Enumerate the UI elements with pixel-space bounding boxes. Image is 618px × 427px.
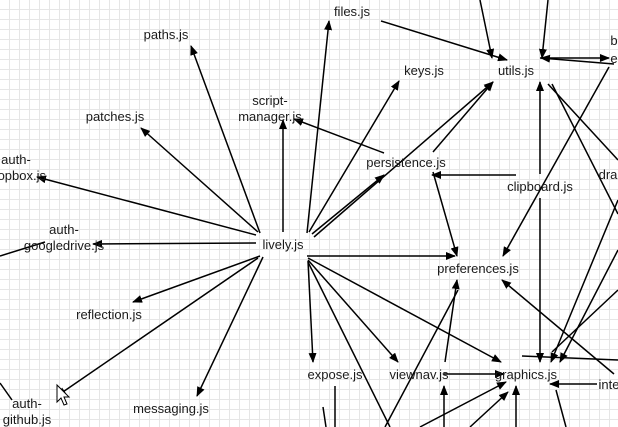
node-label-line: auth- [49,222,79,237]
node-label-line: b [610,33,617,48]
node-label-line: utils.js [498,63,535,78]
node-label-line: inte [599,377,618,392]
node-label-line: lively.js [263,237,304,252]
edge-lively-to-reflection[interactable] [132,255,261,303]
node-label-line: persistence.js [366,155,446,170]
edge-viewnav-to-preferences[interactable] [444,279,460,363]
edge-lively-to-utils[interactable] [313,81,494,238]
edge-lively-to-keys[interactable] [308,80,400,233]
offscreen-edge[interactable] [0,241,46,257]
node-viewnav[interactable]: viewnav.js [389,367,449,382]
node-label-line: paths.js [144,27,189,42]
node-label-line: messaging.js [133,401,209,416]
node-preferences[interactable]: preferences.js [437,261,519,276]
offscreen-edge[interactable] [555,389,567,427]
offscreen-edge[interactable] [550,199,618,363]
edge-lively-to-viewnav[interactable] [307,259,399,363]
offscreen-edge[interactable] [547,83,618,161]
node-persistence[interactable]: persistence.js [366,155,446,170]
edge-lively-to-authgoogle[interactable] [92,239,257,248]
node-scriptmanager[interactable]: script-manager.js [238,93,302,124]
node-authgithub[interactable]: auth-github.js [3,396,52,427]
node-label-line: googledrive.js [24,238,105,253]
offscreen-edge[interactable] [322,406,327,427]
node-label-line: patches.js [86,109,145,124]
edge-inte-to-preferences[interactable] [501,279,615,375]
offscreen-edge[interactable] [551,83,618,215]
node-inte[interactable]: inte [599,377,618,392]
node-label-line: keys.js [404,63,444,78]
node-patches[interactable]: patches.js [86,109,145,124]
offscreen-edge[interactable] [479,0,495,59]
edges-layer [36,20,615,397]
offscreen-edge[interactable] [469,391,509,427]
node-e_top[interactable]: e [610,51,617,66]
node-label-line: files.js [334,4,371,19]
edge-lively-to-authdropbox[interactable] [36,175,257,236]
node-reflection[interactable]: reflection.js [76,307,142,322]
offscreen-edge[interactable] [538,0,549,59]
node-label-line: expose.js [308,367,363,382]
offscreen-edge[interactable] [540,54,615,65]
node-label-line: auth- [12,396,42,411]
edge-files-to-utils[interactable] [380,20,508,62]
node-label-line: clipboard.js [507,179,573,194]
node-label-line: dropbox.js [0,168,46,183]
edge-lively-to-authgithub[interactable] [56,257,259,397]
edge-lively-to-messaging[interactable] [196,256,264,397]
node-b_top[interactable]: b [610,33,617,48]
node-label-line: preferences.js [437,261,519,276]
offscreen-edge[interactable] [521,355,618,361]
node-label-line: auth- [1,152,31,167]
node-label-line: viewnav.js [389,367,449,382]
mouse-pointer-icon [56,383,71,406]
node-label-line: dra [599,167,618,182]
node-authdropbox[interactable]: auth-dropbox.js [0,152,46,183]
offscreen-edge[interactable] [0,382,13,401]
offscreen-edge[interactable] [307,261,391,427]
node-paths[interactable]: paths.js [144,27,189,42]
node-label-line: script- [252,93,287,108]
edge-lively-to-expose[interactable] [307,260,317,363]
offscreen-edge[interactable] [384,289,459,427]
offscreen-edge[interactable] [419,381,507,427]
edge-lively-to-graphics[interactable] [307,257,502,363]
edge-e_top-to-preferences[interactable] [502,66,610,257]
node-dra[interactable]: dra [599,167,618,182]
node-lively[interactable]: lively.js [263,237,304,252]
edge-persistence-to-utils[interactable] [432,81,494,153]
edge-lively-to-paths[interactable] [190,45,261,234]
edge-persistence-to-scriptmanager[interactable] [293,118,385,154]
node-label-line: manager.js [238,109,302,124]
offscreen-edge[interactable] [559,249,618,363]
node-messaging[interactable]: messaging.js [133,401,209,416]
node-expose[interactable]: expose.js [308,367,363,382]
node-authgoogle[interactable]: auth-googledrive.js [24,222,105,253]
edge-persistence-to-preferences[interactable] [432,171,459,257]
node-keys[interactable]: keys.js [404,63,444,78]
node-clipboard[interactable]: clipboard.js [507,179,573,194]
offscreen-edge[interactable] [551,289,618,353]
node-utils[interactable]: utils.js [498,63,535,78]
edge-lively-to-files[interactable] [306,20,333,234]
node-files[interactable]: files.js [334,4,371,19]
node-graphics[interactable]: graphics.js [495,367,558,382]
edge-lively-to-persistence[interactable] [311,174,385,235]
node-label-line: reflection.js [76,307,142,322]
nodes-layer: files.js paths.js keys.js utils.js be patches… [0,4,618,427]
node-label-line: github.js [3,412,52,427]
node-label-line: e [610,51,617,66]
edge-lively-to-patches[interactable] [140,127,259,233]
node-label-line: graphics.js [495,367,558,382]
